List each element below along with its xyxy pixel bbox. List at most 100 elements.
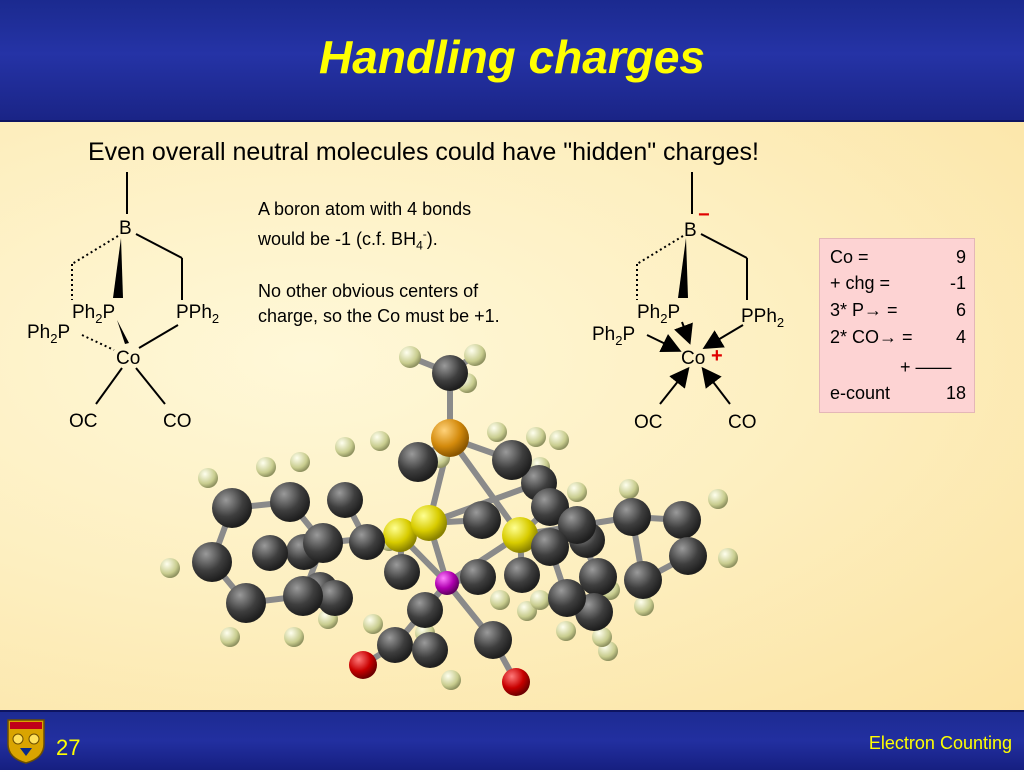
hydrogen-atom bbox=[490, 590, 510, 610]
left-structure: B Ph2P PPh2 Ph2P Co OC CO bbox=[27, 172, 219, 432]
hydrogen-atom bbox=[556, 621, 576, 641]
sum-row: + —— bbox=[900, 357, 952, 377]
carbon-atom bbox=[384, 554, 420, 590]
carbon-atom bbox=[252, 535, 288, 571]
carbon-atom bbox=[669, 537, 707, 575]
model-bond bbox=[447, 435, 523, 538]
carbon-atom bbox=[407, 592, 443, 628]
right-boron-label: B bbox=[684, 220, 697, 241]
hydrogen-atom bbox=[634, 596, 654, 616]
carbon-atom bbox=[327, 482, 363, 518]
count-row: + chg =-1 bbox=[830, 273, 966, 293]
hydrogen-atom bbox=[284, 627, 304, 647]
university-crest-icon bbox=[7, 719, 45, 764]
footer-section-title: Electron Counting bbox=[868, 733, 1012, 753]
hydrogen-atom bbox=[708, 489, 728, 509]
hydrogen-atom bbox=[549, 430, 569, 450]
hydrogen-atom bbox=[464, 344, 486, 366]
carbon-atom bbox=[624, 561, 662, 599]
carbon-atom bbox=[283, 576, 323, 616]
hydrogen-atom bbox=[220, 627, 240, 647]
ball-and-stick-model bbox=[160, 344, 738, 696]
left-oc-label: OC bbox=[69, 411, 98, 432]
carbon-atom bbox=[531, 528, 569, 566]
carbon-atom bbox=[432, 355, 468, 391]
carbon-atom bbox=[531, 488, 569, 526]
left-pph2-label: PPh2 bbox=[176, 302, 219, 326]
carbon-atom bbox=[226, 583, 266, 623]
carbon-atom bbox=[270, 482, 310, 522]
slide-content bbox=[0, 122, 1024, 710]
carbon-atom bbox=[303, 523, 343, 563]
carbon-atom bbox=[492, 440, 532, 480]
oxygen-atom bbox=[349, 651, 377, 679]
slide-title: Handling charges bbox=[319, 31, 705, 83]
cobalt-atom bbox=[435, 571, 459, 595]
right-co-label: CO bbox=[728, 412, 757, 433]
hydrogen-atom bbox=[160, 558, 180, 578]
hydrogen-atom bbox=[487, 422, 507, 442]
carbon-atom bbox=[377, 627, 413, 663]
boron-note: A boron atom with 4 bonds would be -1 (c… bbox=[258, 197, 471, 259]
cobalt-note-line-2: charge, so the Co must be +1. bbox=[258, 306, 500, 326]
hydrogen-atom bbox=[370, 431, 390, 451]
bh4-superscript: - bbox=[422, 227, 427, 241]
right-structure: B − Ph2P PPh2 Ph2P Co + OC CO bbox=[592, 172, 784, 433]
slide-subtitle: Even overall neutral molecules could hav… bbox=[88, 138, 759, 166]
carbon-atom bbox=[212, 488, 252, 528]
left-ph2p-far-label: Ph2P bbox=[27, 322, 70, 346]
slide-footer bbox=[0, 710, 1024, 770]
hydrogen-atom bbox=[592, 627, 612, 647]
carbon-atom bbox=[460, 559, 496, 595]
carbon-atom bbox=[504, 557, 540, 593]
phosphorus-atom bbox=[411, 505, 447, 541]
oxygen-atom bbox=[502, 668, 530, 696]
slide-number: 27 bbox=[56, 735, 81, 760]
hydrogen-atom bbox=[290, 452, 310, 472]
boron-note-line-2: would be -1 (c.f. BH bbox=[258, 229, 417, 249]
hydrogen-atom bbox=[526, 427, 546, 447]
left-ph2p-label: Ph2P bbox=[72, 302, 115, 326]
slide-header bbox=[0, 0, 1024, 122]
plus-charge-icon: + bbox=[711, 345, 723, 367]
right-pph2-label: PPh2 bbox=[741, 306, 784, 330]
hydrogen-atom bbox=[256, 457, 276, 477]
hydrogen-atom bbox=[399, 346, 421, 368]
carbon-atom bbox=[463, 501, 501, 539]
count-row: 3* P→ =6 bbox=[830, 300, 966, 320]
carbon-atom bbox=[398, 442, 438, 482]
hydrogen-atom bbox=[363, 614, 383, 634]
boron-note-line-1: A boron atom with 4 bonds bbox=[258, 199, 472, 219]
carbon-atom bbox=[579, 558, 617, 596]
hydrogen-atom bbox=[198, 468, 218, 488]
count-row: Co =9 bbox=[830, 247, 966, 267]
cobalt-note-line-1: No other obvious centers of bbox=[258, 281, 479, 301]
hydrogen-atom bbox=[530, 590, 550, 610]
cobalt-note: No other obvious centers of charge, so t… bbox=[258, 279, 500, 329]
left-cobalt-label: Co bbox=[116, 348, 140, 369]
bh4-subscript: 4 bbox=[416, 238, 423, 253]
carbon-atom bbox=[192, 542, 232, 582]
phosphorus-atom bbox=[383, 518, 417, 552]
carbon-atom bbox=[613, 498, 651, 536]
hydrogen-atom bbox=[335, 437, 355, 457]
hydrogen-atom bbox=[441, 670, 461, 690]
carbon-atom bbox=[474, 621, 512, 659]
carbon-atom bbox=[663, 501, 701, 539]
carbon-atom bbox=[558, 506, 596, 544]
phosphorus-atom bbox=[502, 517, 538, 553]
left-boron-label: B bbox=[119, 218, 132, 239]
carbon-atom bbox=[412, 632, 448, 668]
right-oc-label: OC bbox=[634, 412, 663, 433]
minus-charge-icon: − bbox=[698, 204, 710, 226]
right-ph2p-far-label: Ph2P bbox=[592, 324, 635, 348]
carbon-atom bbox=[349, 524, 385, 560]
hydrogen-atom bbox=[619, 479, 639, 499]
carbon-atom bbox=[548, 579, 586, 617]
hydrogen-atom bbox=[567, 482, 587, 502]
boron-atom bbox=[431, 419, 469, 457]
electron-count-table: Co =9 + chg =-1 3* P→ =6 2* CO→ =4 + —— … bbox=[819, 238, 975, 413]
right-ph2p-label: Ph2P bbox=[637, 302, 680, 326]
